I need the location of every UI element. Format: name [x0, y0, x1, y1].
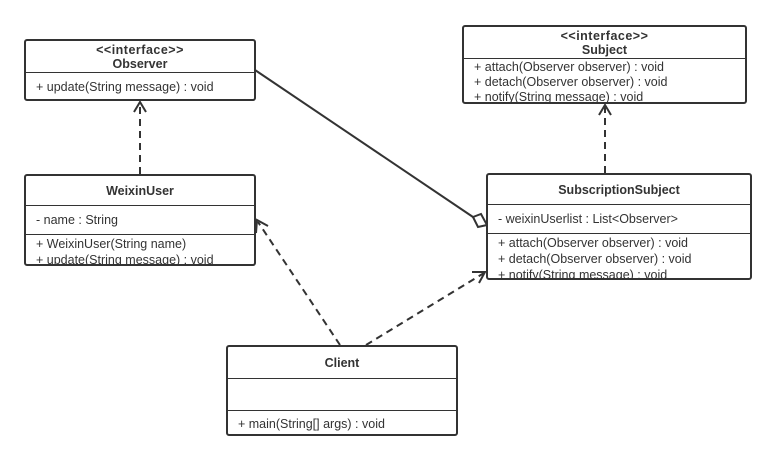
stereotype: <<interface>> [560, 28, 649, 43]
attributes-section: - name : String [26, 206, 254, 235]
dependency-line-client-subscription [365, 272, 485, 346]
methods-section: + attach(Observer observer) : void + det… [464, 59, 745, 104]
method: + notify(String message) : void [474, 90, 644, 104]
method: + detach(Observer observer) : void [474, 75, 668, 89]
method: + main(String[] args) : void [238, 417, 385, 431]
methods-section: + main(String[] args) : void [228, 411, 456, 433]
class-header: SubscriptionSubject [488, 175, 750, 205]
class-name: Client [324, 355, 360, 370]
class-header: <<interface>> Subject [464, 27, 745, 59]
class-name: WeixinUser [106, 183, 174, 198]
class-subject[interactable]: <<interface>> Subject + attach(Observer … [462, 25, 747, 104]
class-header: Client [228, 347, 456, 379]
method: + detach(Observer observer) : void [498, 252, 692, 266]
aggregation-diamond [471, 212, 489, 229]
methods-section: + attach(Observer observer) : void + det… [488, 234, 750, 280]
attribute: - name : String [36, 213, 118, 227]
method: + update(String message) : void [36, 253, 214, 266]
method: + WeixinUser(String name) [36, 237, 187, 251]
realization-arrow-subject [598, 103, 612, 116]
class-subscriptionsubject[interactable]: SubscriptionSubject - weixinUserlist : L… [486, 173, 752, 280]
dependency-arrow-subscription [472, 271, 487, 284]
class-name: Observer [112, 56, 168, 71]
attributes-section [228, 379, 456, 411]
method: + update(String message) : void [36, 80, 214, 94]
attribute: - weixinUserlist : List<Observer> [498, 212, 678, 226]
methods-section: + update(String message) : void [26, 73, 254, 96]
class-name: Subject [581, 42, 628, 57]
realization-arrow-observer [133, 100, 147, 113]
dependency-arrow-weixinuser [255, 218, 269, 234]
class-weixinuser[interactable]: WeixinUser - name : String + WeixinUser(… [24, 174, 256, 266]
class-name: SubscriptionSubject [558, 182, 680, 197]
method: + attach(Observer observer) : void [474, 60, 665, 74]
class-client[interactable]: Client + main(String[] args) : void [226, 345, 458, 436]
methods-section: + WeixinUser(String name) + update(Strin… [26, 235, 254, 266]
method: + attach(Observer observer) : void [498, 236, 689, 250]
attributes-section: - weixinUserlist : List<Observer> [488, 205, 750, 234]
class-header: WeixinUser [26, 176, 254, 206]
stereotype: <<interface>> [96, 42, 184, 57]
dependency-line-client-weixinuser [257, 221, 341, 346]
aggregation-line [254, 69, 474, 218]
method: + notify(String message) : void [498, 268, 668, 280]
class-observer[interactable]: <<interface>> Observer + update(String m… [24, 39, 256, 101]
class-header: <<interface>> Observer [26, 41, 254, 73]
